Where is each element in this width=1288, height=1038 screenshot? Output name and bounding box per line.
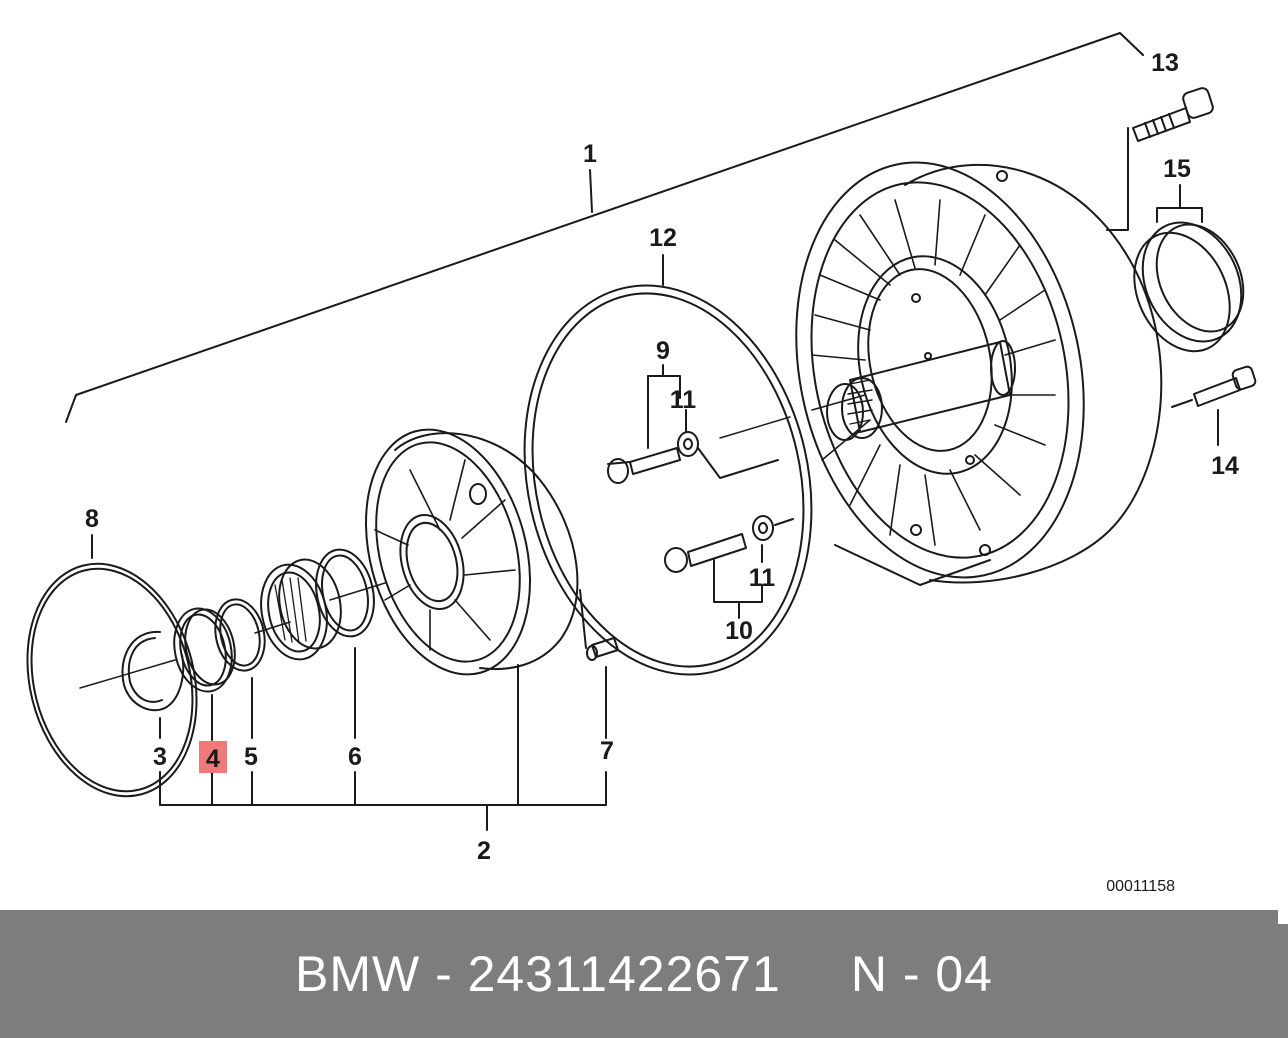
callout-8[interactable]: 8 [85,505,99,533]
bolt-13-icon [1132,87,1214,142]
position-text: N - 04 [850,946,993,1002]
callout-12[interactable]: 12 [649,224,677,252]
callout-11-bottom[interactable]: 11 [749,564,776,592]
callout-13[interactable]: 13 [1151,49,1179,77]
center-axis [79,416,791,689]
bolt-14-icon [1171,365,1257,446]
screw-10-icon [664,533,763,619]
callout-10[interactable]: 10 [725,617,753,645]
needle-bearing-icon [260,558,342,661]
snap-ring-3-icon [121,630,185,739]
ring-6-icon [315,548,375,739]
o-ring-8-icon [26,534,198,798]
pump-cover-icon [365,428,579,806]
callout-14[interactable]: 14 [1211,452,1239,480]
callout-1[interactable]: 1 [583,140,597,168]
washer-11-top-icon [677,409,779,479]
pump-housing-icon [795,161,1163,586]
o-ring-15-icon [1133,184,1245,353]
callout-2[interactable]: 2 [477,837,491,865]
diagram-reference-number: 00011158 [1106,878,1175,895]
callout-3[interactable]: 3 [153,743,167,771]
screw-9-icon [607,364,681,484]
callout-4-highlight [199,741,227,773]
callout-15[interactable]: 15 [1163,155,1191,183]
callout-7[interactable]: 7 [600,737,614,765]
callout-9[interactable]: 9 [656,337,670,365]
callout-5[interactable]: 5 [244,743,258,771]
dowel-pin-7-icon [579,589,619,739]
footer-corner-notch [1278,910,1288,924]
callout-4[interactable]: 4 [206,745,220,773]
parts-diagram: 1 2 3 4 5 6 7 8 9 10 11 11 12 13 14 15 0… [26,32,1257,895]
callout-11-top[interactable]: 11 [670,386,697,414]
part-number-text: BMW - 24311422671 [295,946,781,1002]
leader-2 [159,771,607,831]
leader-13 [1106,127,1129,231]
part-number-footer: BMW - 24311422671 N - 04 [0,910,1288,1038]
washer-11-bottom-icon [752,515,794,563]
callout-6[interactable]: 6 [348,743,362,771]
leader-1 [65,32,1144,423]
gasket-12-icon [523,254,813,676]
